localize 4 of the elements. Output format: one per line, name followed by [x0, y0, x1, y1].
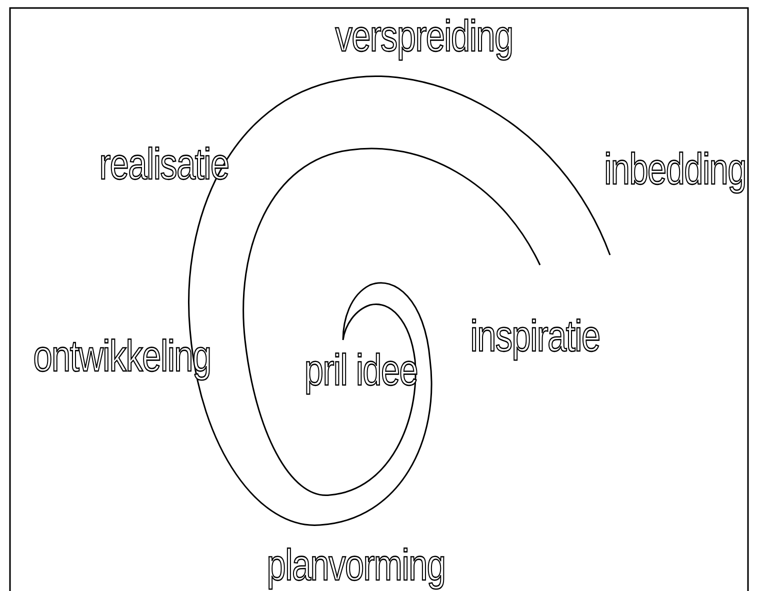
stage-label: inbedding: [604, 148, 746, 192]
stage-label: inspiratie: [470, 315, 600, 359]
stage-label: verspreiding: [335, 15, 513, 59]
stage-label: planvorming: [266, 544, 446, 588]
